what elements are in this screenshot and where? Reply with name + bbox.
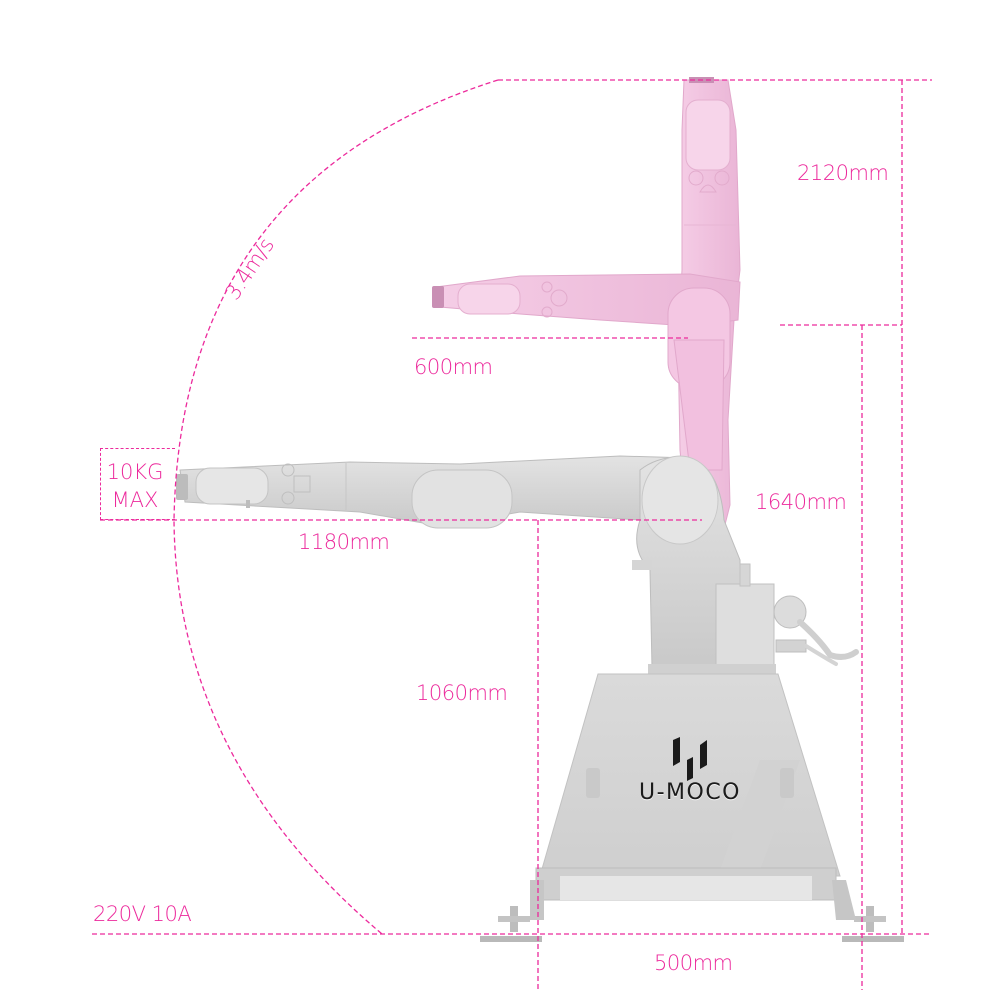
shoulder-height-label: 1640mm [755,490,847,514]
horizontal-reach-label: 1180mm [298,530,390,554]
max-reach-height-label: 2120mm [797,161,889,185]
arm-extended-pose [176,455,859,669]
base-to-elbow-height-label: 1060mm [416,681,508,705]
brand-name: U-MOCO [638,780,742,805]
payload-box [100,448,175,520]
payload-line1: 10KG [106,460,164,484]
dimension-lines [92,79,932,990]
forearm-length-label: 600mm [414,355,493,379]
reach-arc [173,79,499,935]
power-label: 220V 10A [93,902,192,926]
payload-line2: MAX [111,488,159,512]
three-slanted-bars-logo-icon [673,737,707,781]
base-width-label: 500mm [654,951,733,975]
arm-vertical-pose [432,77,741,561]
payload-label: 10KG MAX [100,458,170,514]
